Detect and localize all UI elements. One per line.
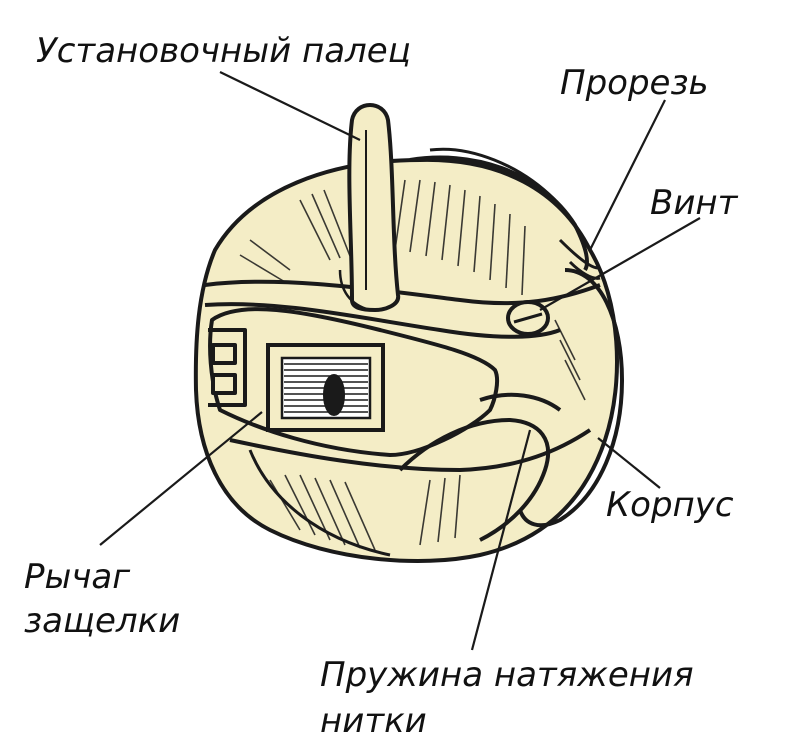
shading-hatch [239,179,586,551]
leader-lines [99,71,701,651]
leader-line-latch-lever [99,411,263,546]
leader-line-tension-spring [470,429,532,651]
leader-line-setting-finger [219,71,361,141]
label-slot: Прорезь [560,63,709,103]
setting-finger-shape [338,103,401,312]
bobbin-case-body [193,147,624,563]
leader-line-body [597,437,661,489]
label-setting-finger: Установочный палец [36,31,411,71]
thread-window [266,343,385,432]
leader-line-screw [539,217,701,311]
thread-hole [323,374,345,416]
screw-shape [506,300,550,336]
label-latch-lever-line2: защелки [24,601,181,641]
label-body: Корпус [606,485,734,525]
label-tension-spring-line1: Пружина натяжения [320,655,694,695]
label-screw: Винт [650,183,738,223]
slot-shape [558,238,601,280]
leader-line-slot [589,99,666,251]
label-latch-lever-line1: Рычаг [24,557,131,597]
label-tension-spring-line2: нитки [320,701,427,741]
